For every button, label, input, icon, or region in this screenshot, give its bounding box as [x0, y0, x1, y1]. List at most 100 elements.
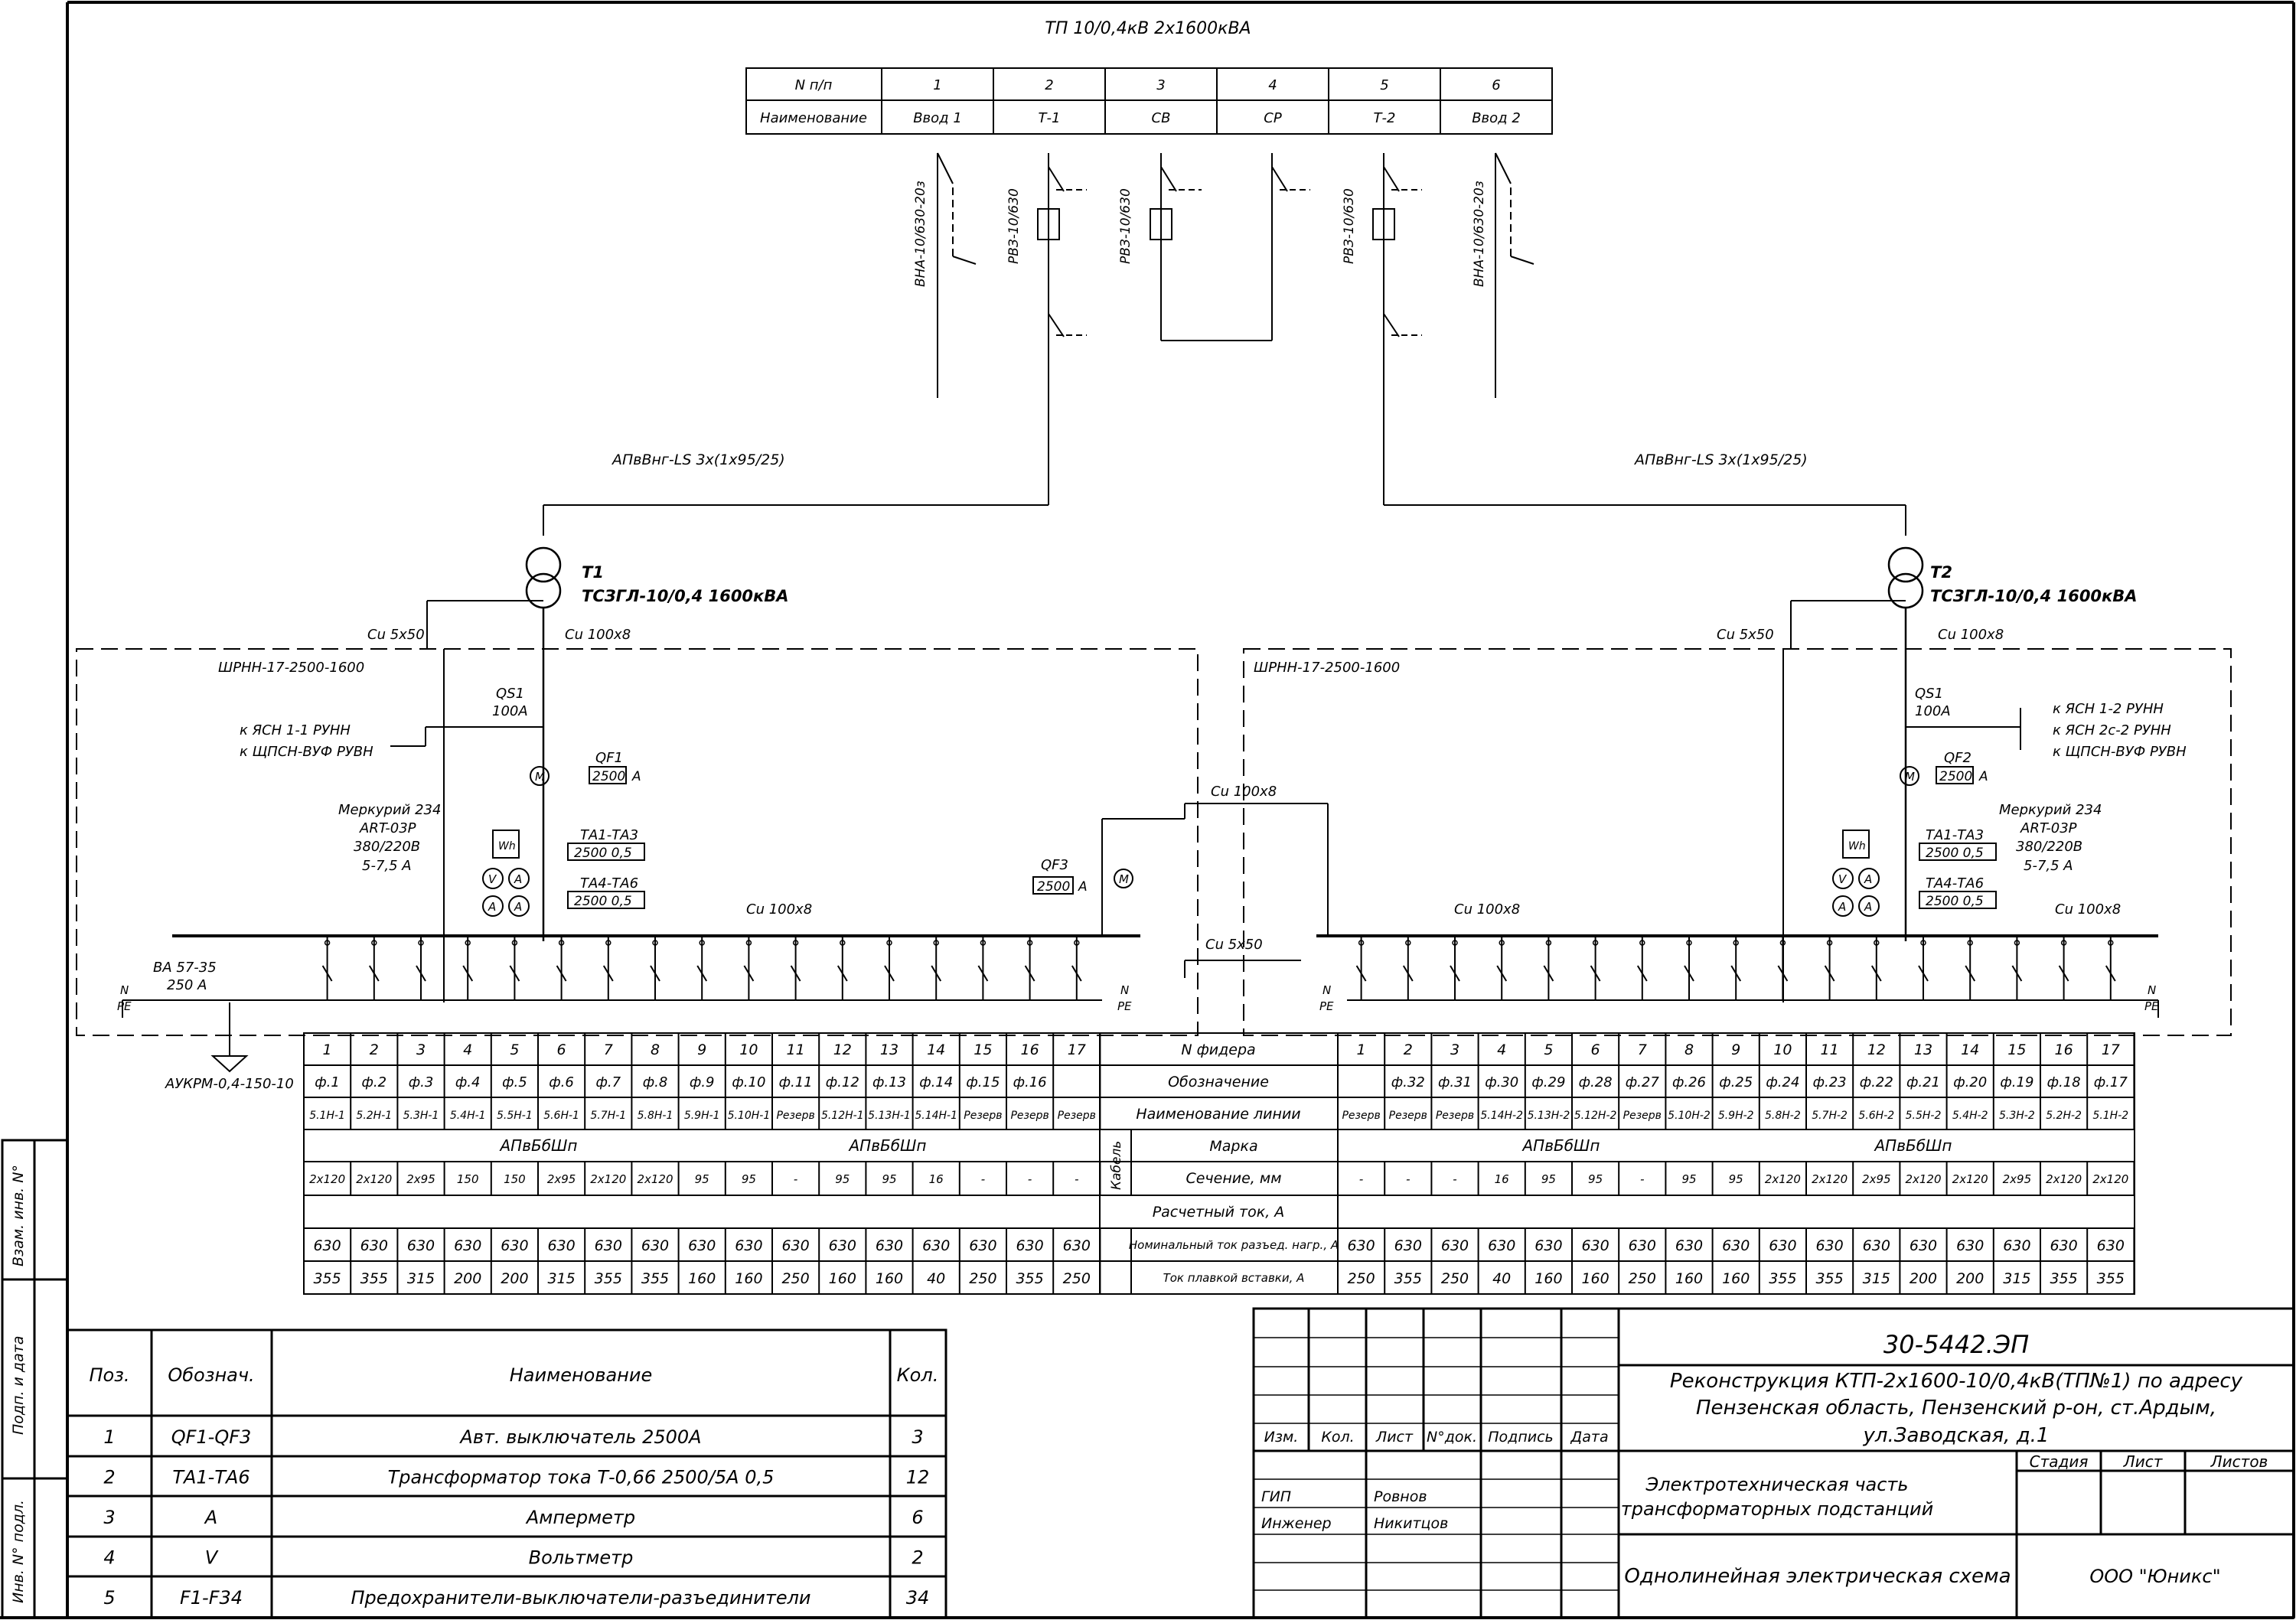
hv-table-name: Т-1 — [1039, 110, 1061, 126]
ft-right-line-cell: 5.7Н-2 — [1812, 1110, 1848, 1122]
ft-left-ob-cell: ф.2 — [362, 1074, 387, 1090]
sectional-wiring — [1101, 803, 1329, 978]
ft-right-line-cell: 5.1Н-2 — [2092, 1110, 2128, 1122]
spec-row-ob: А — [204, 1507, 217, 1528]
ft-right-marka-2: АПвБбШп — [1873, 1136, 1952, 1155]
feeder-contact — [2108, 940, 2114, 946]
left-bus-label: Cu 100х8 — [746, 901, 812, 918]
ft-left-line-cell: 5.1Н-1 — [309, 1110, 345, 1122]
ft-left-ob-cell: ф.4 — [455, 1074, 481, 1090]
ft-right-line-cell: 5.2Н-2 — [2046, 1110, 2082, 1122]
ft-right-sec-cell: 95 — [1541, 1172, 1556, 1186]
lv-panel-outlines — [76, 648, 2232, 1036]
feeder-contact — [1874, 940, 1880, 946]
spec-row-pos: 4 — [103, 1547, 115, 1569]
feeder-table: 1ф.15.1Н-12х1206303552ф.25.2Н-12х1206303… — [303, 1032, 2135, 1295]
ft-left-ob-cell: ф.6 — [549, 1074, 574, 1090]
ft-left-line-cell: 5.13Н-1 — [868, 1110, 911, 1122]
hv-table-name: СВ — [1152, 110, 1171, 126]
ft-right-ob-cell: ф.27 — [1626, 1074, 1660, 1090]
stamp-sheets: Листов — [2210, 1452, 2268, 1471]
hv-table-num: 5 — [1380, 77, 1388, 93]
ft-left-line-cell: 5.2Н-1 — [356, 1110, 392, 1122]
vna-left-label: ВНА-10/630-20з — [913, 181, 928, 287]
right-qf2-rating: 2500 — [1939, 769, 1972, 784]
ft-right-line-cell: Резерв — [1342, 1110, 1380, 1122]
spec-row-name: Трансформатор тока Т-0,66 2500/5А 0,5 — [388, 1467, 775, 1488]
ft-left-inom-cell: 630 — [313, 1237, 341, 1254]
right-cu-5x50: Cu 5х50 — [1717, 627, 1774, 643]
feeder-contact — [792, 940, 799, 946]
sect-pe-label: PE — [1117, 999, 1132, 1013]
feeder-contact — [1499, 940, 1505, 946]
ft-right-ifuse-cell: 200 — [1956, 1270, 1984, 1287]
feeder-contact — [1026, 940, 1033, 946]
ft-right-line-cell: Резерв — [1389, 1110, 1427, 1122]
ft-left-n-cell: 11 — [787, 1041, 805, 1058]
ft-right-ifuse-cell: 315 — [2003, 1270, 2030, 1287]
ft-left-ob-cell: ф.15 — [966, 1074, 1000, 1090]
ft-left-ob-cell: ф.9 — [690, 1074, 715, 1090]
ft-left-sec-cell: 2х120 — [309, 1172, 345, 1186]
ft-left-sec-cell: 150 — [457, 1172, 479, 1186]
right-panel-name: ШРНН-17-2500-1600 — [1254, 660, 1400, 676]
feeder-contact — [1686, 940, 1692, 946]
hv-table-row2-label: Наименование — [760, 110, 867, 126]
hv-table-num: 6 — [1492, 77, 1500, 93]
ft-left-ifuse-cell: 315 — [407, 1270, 435, 1287]
feeder-fuse — [1590, 965, 1601, 982]
ft-left-n-cell: 6 — [557, 1041, 566, 1058]
feeder-contact — [886, 940, 892, 946]
ft-left-line-cell: 5.12Н-1 — [821, 1110, 864, 1122]
feeder-contact — [511, 940, 518, 946]
ft-left-inom-cell: 630 — [969, 1237, 996, 1254]
ft-left-n-cell: 5 — [510, 1041, 519, 1058]
spec-row-name: Предохранители-выключатели-разъединители — [351, 1587, 810, 1609]
feeder-contact — [2014, 940, 2020, 946]
ft-left-inom-cell: 630 — [1063, 1237, 1091, 1254]
feeder-contact — [1405, 940, 1411, 946]
ft-right-inom-cell: 630 — [2050, 1237, 2077, 1254]
ft-left-n-cell: 2 — [370, 1041, 379, 1058]
right-qf2-rating-box — [1936, 766, 1974, 784]
ft-left-line-cell: Резерв — [1058, 1110, 1096, 1122]
rvz-1-label: РВЗ-10/630 — [1006, 188, 1022, 264]
spec-row-pos: 2 — [103, 1467, 115, 1488]
left-a-meter-3: A — [514, 900, 522, 914]
ft-left-inom-cell: 630 — [407, 1237, 435, 1254]
right-shchpsn-label: к ЩПСН-ВУФ РУВН — [2053, 744, 2187, 760]
ft-right-ifuse-cell: 355 — [1769, 1270, 1796, 1287]
hv-table-name: Ввод 2 — [1472, 110, 1521, 126]
right-meter-line-4: 5-7,5 А — [2024, 858, 2073, 874]
ft-right-inom-cell: 630 — [1769, 1237, 1796, 1254]
ft-right-ifuse-cell: 250 — [1441, 1270, 1469, 1287]
feeder-contact — [605, 940, 612, 946]
spec-header-ob: Обознач. — [168, 1364, 254, 1386]
right-ysn1-label: к ЯСН 1-2 РУНН — [2053, 701, 2164, 717]
ft-left-inom-cell: 630 — [360, 1237, 388, 1254]
ft-left-ifuse-cell: 250 — [781, 1270, 809, 1287]
feeder-fuse — [2058, 965, 2069, 982]
feeder-contact — [2060, 940, 2067, 946]
ft-right-ifuse-cell: 160 — [1722, 1270, 1750, 1287]
stamp-gip-name: Ровнов — [1374, 1488, 1427, 1505]
stamp-col-list: Лист — [1375, 1429, 1414, 1446]
ft-left-ob-cell: ф.10 — [732, 1074, 765, 1090]
ft-left-inom-cell: 630 — [876, 1237, 903, 1254]
spec-header-qty: Кол. — [897, 1364, 939, 1386]
ft-right-ifuse-cell: 355 — [1394, 1270, 1422, 1287]
right-bus-left-label: Cu 100х8 — [1454, 901, 1520, 918]
ft-right-line-cell: 5.9Н-2 — [1718, 1110, 1754, 1122]
feeder-fuse — [931, 965, 942, 982]
ft-label-line: Наименование линии — [1136, 1106, 1300, 1123]
stamp-code: 30-5442.ЭП — [1883, 1330, 2029, 1359]
stamp-col-data: Дата — [1570, 1429, 1608, 1446]
right-qs1: QS1 — [1915, 686, 1943, 702]
feeder-contact — [840, 940, 846, 946]
ft-left-line-cell: 5.6Н-1 — [543, 1110, 579, 1122]
spec-row-qty: 34 — [906, 1587, 930, 1609]
ft-right-ifuse-cell: 40 — [1492, 1270, 1511, 1287]
ft-right-n-cell: 9 — [1731, 1041, 1740, 1058]
page-title: ТП 10/0,4кВ 2х1600кВА — [1045, 19, 1251, 38]
